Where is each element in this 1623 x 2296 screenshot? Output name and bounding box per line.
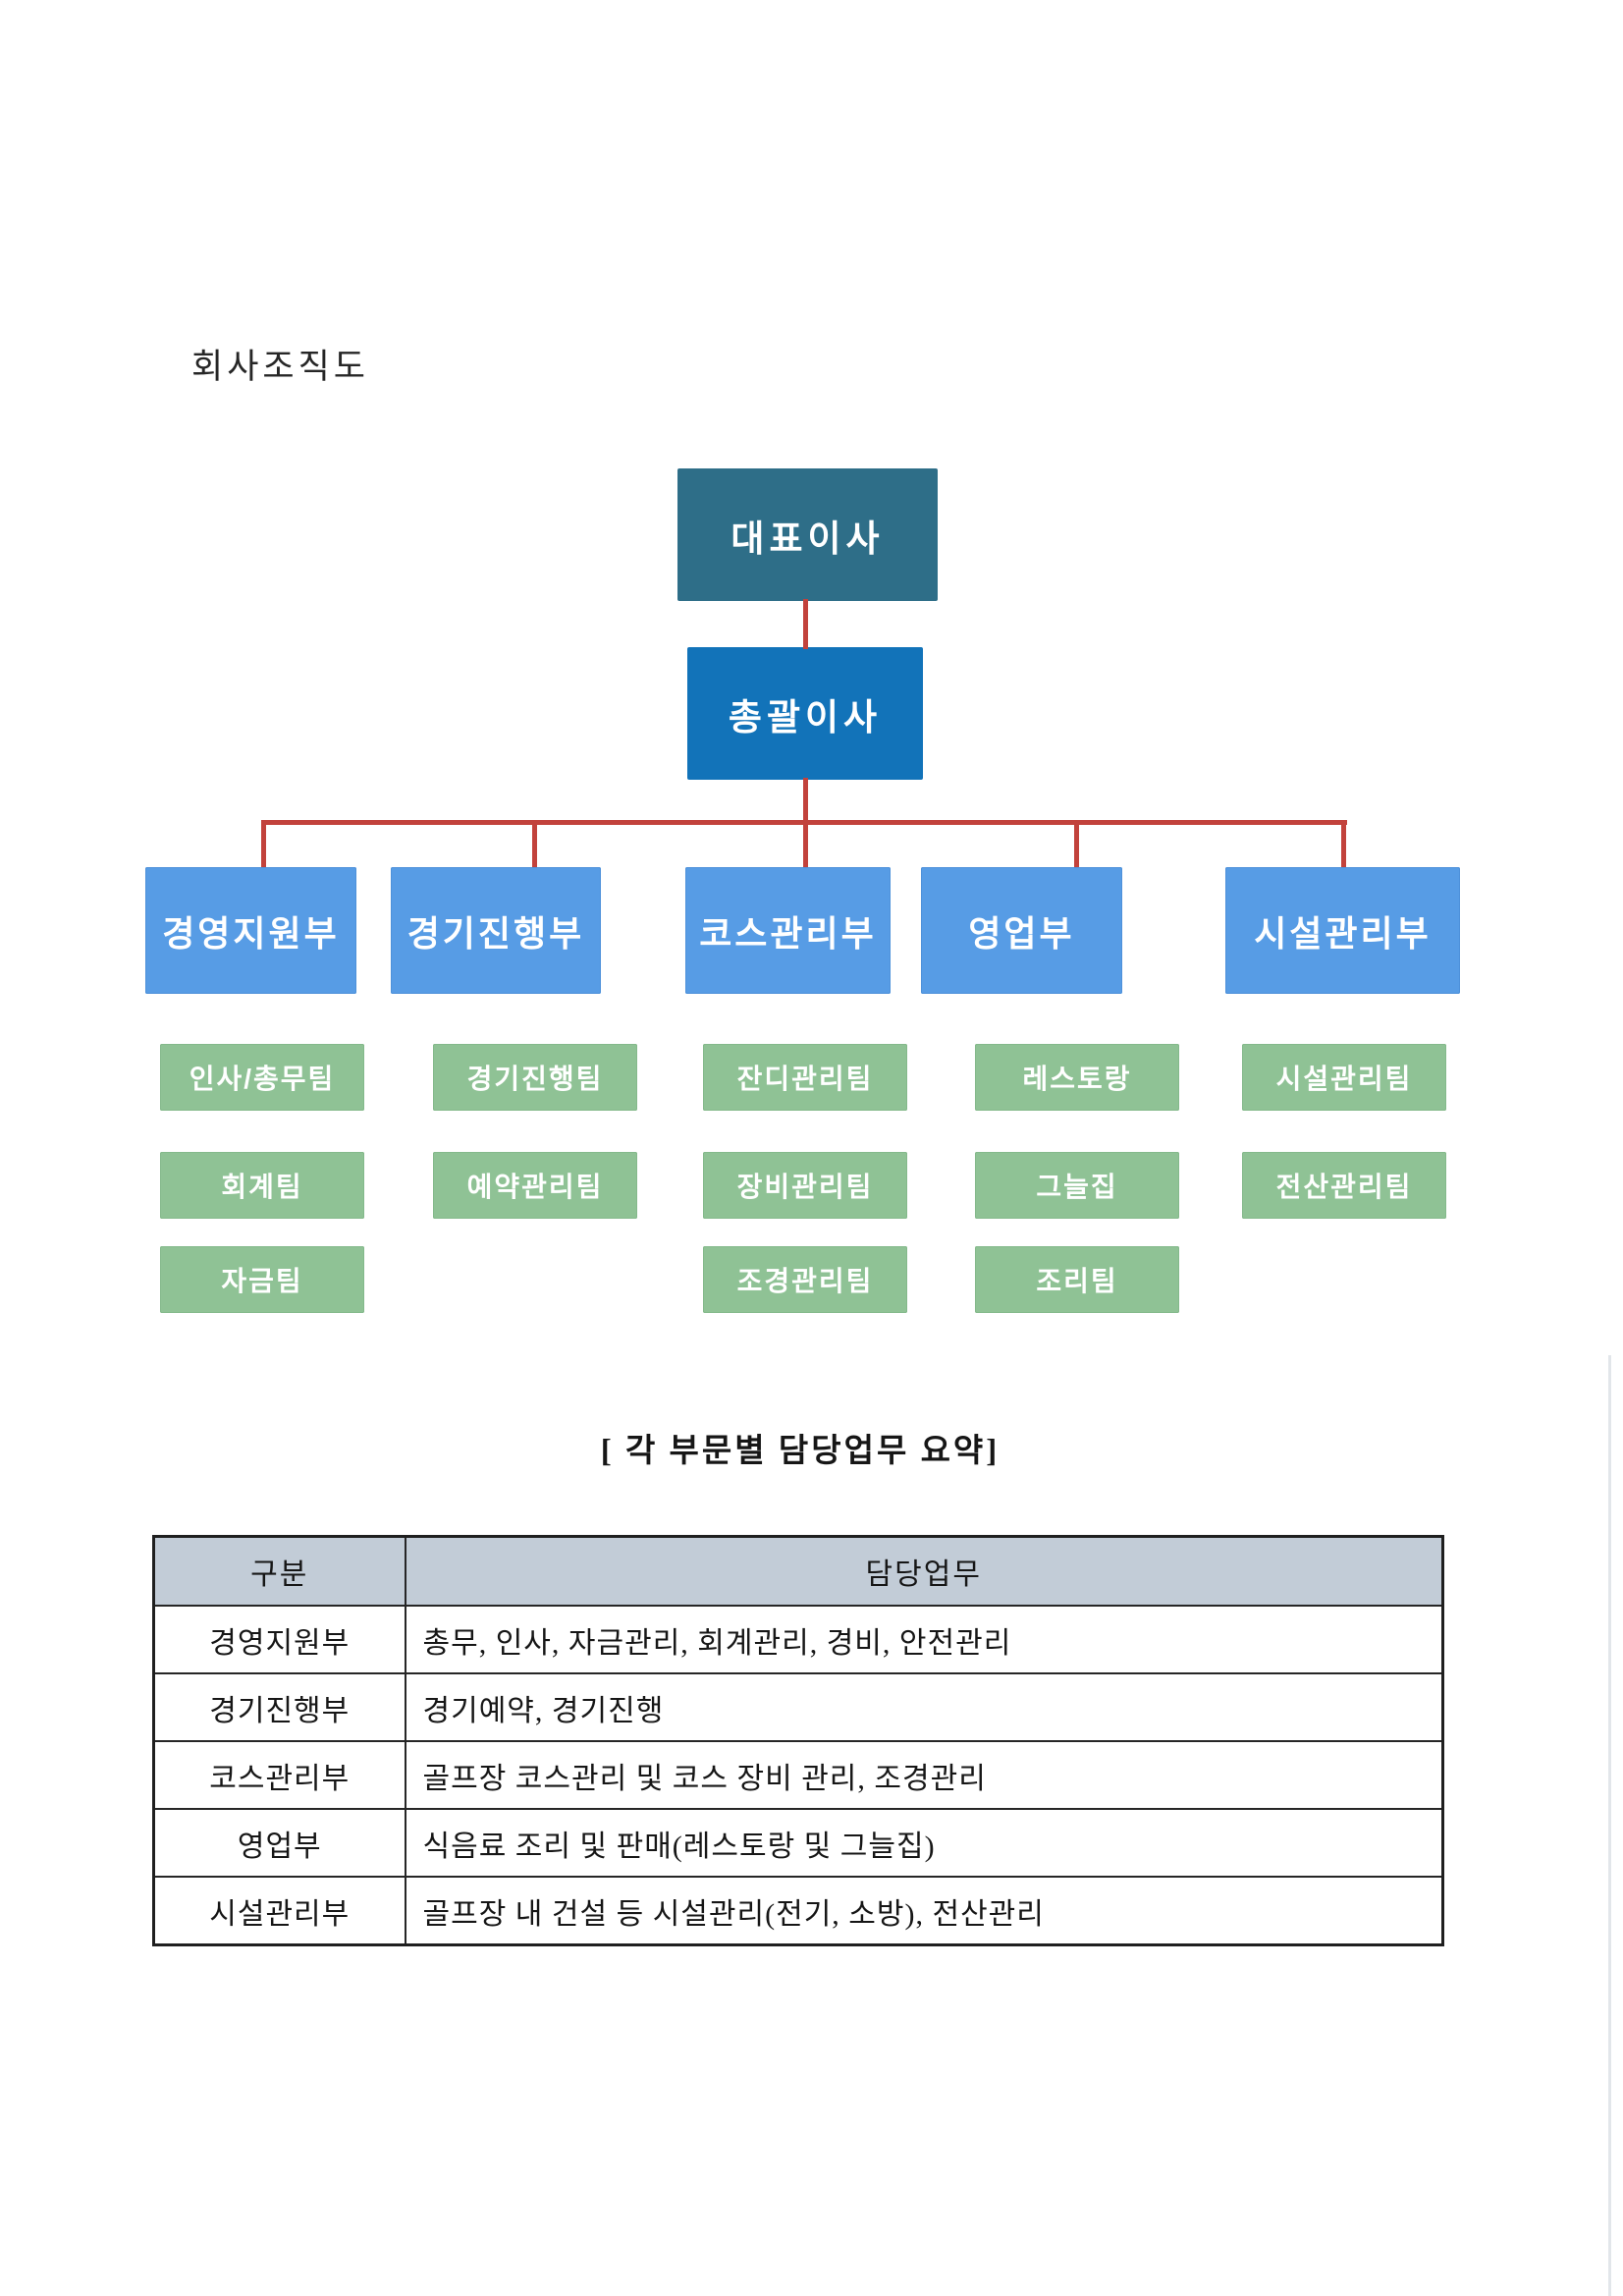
table-row: 경영지원부 총무, 인사, 자금관리, 회계관리, 경비, 안전관리 (152, 1605, 1444, 1674)
org-node-team: 회계팀 (160, 1152, 364, 1219)
division-cell: 영업부 (152, 1808, 406, 1878)
table-row: 코스관리부 골프장 코스관리 및 코스 장비 관리, 조경관리 (152, 1740, 1444, 1810)
connector-director-bus (803, 778, 808, 825)
duties-cell: 골프장 내 건설 등 시설관리(전기, 소방), 전산관리 (404, 1876, 1444, 1946)
org-node-team: 조경관리팀 (703, 1246, 907, 1313)
org-node-team: 레스토랑 (975, 1044, 1179, 1111)
org-node-team: 자금팀 (160, 1246, 364, 1313)
duties-cell: 골프장 코스관리 및 코스 장비 관리, 조경관리 (404, 1740, 1444, 1810)
summary-section-title: [ 각 부문별 담당업무 요약] (600, 1434, 1001, 1469)
connector-drop-dept5 (1341, 823, 1346, 869)
org-node-team: 그늘집 (975, 1152, 1179, 1219)
connector-drop-dept4 (1074, 823, 1079, 869)
duties-cell: 식음료 조리 및 판매(레스토랑 및 그늘집) (404, 1808, 1444, 1878)
org-node-department-game-operation: 경기진행부 (391, 867, 601, 994)
org-node-team: 전산관리팀 (1242, 1152, 1446, 1219)
table-header-division: 구분 (152, 1535, 406, 1607)
connector-drop-dept2 (532, 823, 537, 869)
org-node-department-course-management: 코스관리부 (685, 867, 891, 994)
org-node-department-management-support: 경영지원부 (145, 867, 356, 994)
org-node-department-sales: 영업부 (921, 867, 1122, 994)
connector-horizontal-bus (261, 820, 1347, 825)
org-node-department-facility-management: 시설관리부 (1225, 867, 1460, 994)
org-node-managing-director: 총괄이사 (687, 647, 923, 780)
scan-page-edge (1608, 1355, 1611, 2296)
division-cell: 코스관리부 (152, 1740, 406, 1810)
org-node-team: 조리팀 (975, 1246, 1179, 1313)
table-row: 영업부 식음료 조리 및 판매(레스토랑 및 그늘집) (152, 1808, 1444, 1878)
duties-cell: 총무, 인사, 자금관리, 회계관리, 경비, 안전관리 (404, 1605, 1444, 1674)
org-node-ceo: 대표이사 (677, 468, 938, 601)
connector-ceo-director (803, 599, 808, 649)
org-node-team: 장비관리팀 (703, 1152, 907, 1219)
org-node-team: 잔디관리팀 (703, 1044, 907, 1111)
duties-summary-table: 구분 담당업무 경영지원부 총무, 인사, 자금관리, 회계관리, 경비, 안전… (152, 1535, 1444, 1946)
org-node-team: 예약관리팀 (433, 1152, 637, 1219)
connector-drop-dept3 (803, 823, 808, 869)
table-header-row: 구분 담당업무 (152, 1535, 1444, 1607)
division-cell: 경영지원부 (152, 1605, 406, 1674)
connector-drop-dept1 (261, 823, 266, 869)
page-title: 회사조직도 (191, 348, 370, 386)
org-node-team: 시설관리팀 (1242, 1044, 1446, 1111)
table-row: 경기진행부 경기예약, 경기진행 (152, 1672, 1444, 1742)
org-node-team: 인사/총무팀 (160, 1044, 364, 1111)
division-cell: 시설관리부 (152, 1876, 406, 1946)
org-node-team: 경기진행팀 (433, 1044, 637, 1111)
division-cell: 경기진행부 (152, 1672, 406, 1742)
duties-cell: 경기예약, 경기진행 (404, 1672, 1444, 1742)
table-row: 시설관리부 골프장 내 건설 등 시설관리(전기, 소방), 전산관리 (152, 1876, 1444, 1946)
table-header-duties: 담당업무 (404, 1535, 1444, 1607)
